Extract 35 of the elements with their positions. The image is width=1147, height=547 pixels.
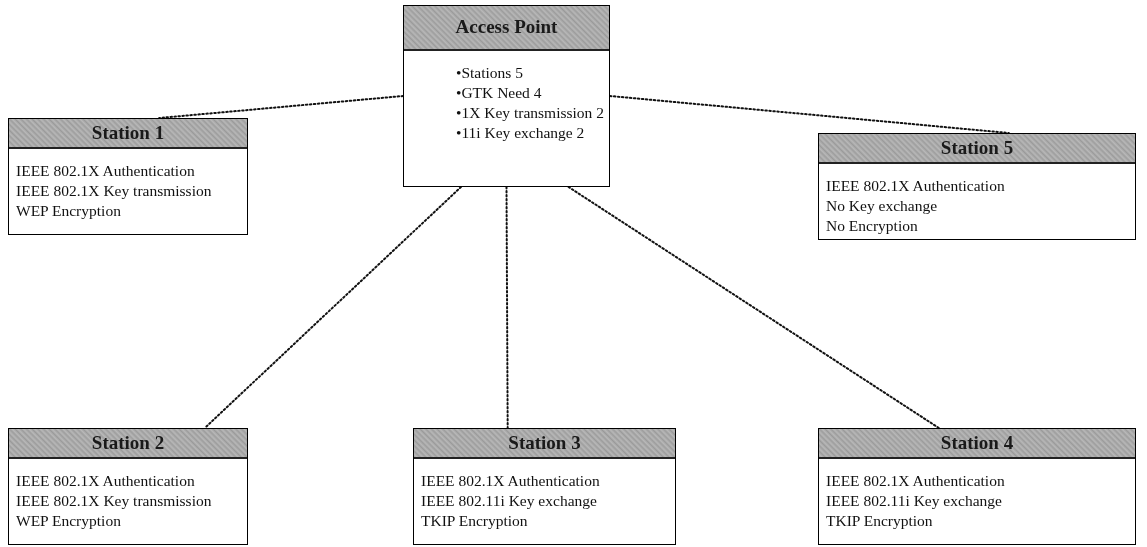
station-card — [8, 118, 248, 235]
feature-text: IEEE 802.11i Key exchange — [421, 491, 598, 511]
dotted-connector — [203, 186, 462, 429]
feature-text: TKIP Encryption — [826, 511, 934, 531]
dotted-connector — [567, 186, 940, 429]
card-header: Station 4 — [819, 429, 1135, 459]
feature-text: IEEE 802.1X Key transmission — [16, 491, 213, 511]
card-header: Station 2 — [9, 429, 247, 459]
station-card — [413, 428, 676, 545]
feature-text: IEEE 802.1X Key transmission — [16, 181, 213, 201]
station-card — [818, 428, 1136, 545]
dotted-connector — [609, 95, 1010, 134]
feature-text: WEP Encryption — [16, 201, 122, 221]
feature-text: •GTK Need 4 — [456, 83, 543, 103]
card-header: Access Point — [404, 6, 609, 51]
card-header: Station 5 — [819, 134, 1135, 164]
station-card — [403, 5, 610, 187]
feature-text: IEEE 802.1X Authentication — [826, 471, 1006, 491]
feature-text: WEP Encryption — [16, 511, 122, 531]
card-header: Station 3 — [414, 429, 675, 459]
feature-text: •11i Key exchange 2 — [456, 123, 586, 143]
card-header: Station 1 — [9, 119, 247, 149]
station-card — [8, 428, 248, 545]
feature-text: No Key exchange — [826, 196, 939, 216]
feature-text: IEEE 802.1X Authentication — [16, 471, 196, 491]
feature-text: TKIP Encryption — [421, 511, 529, 531]
dotted-connector — [505, 186, 509, 429]
station-card — [818, 133, 1136, 240]
feature-text: •1X Key transmission 2 — [456, 103, 605, 123]
feature-text: IEEE 802.11i Key exchange — [826, 491, 1003, 511]
feature-text: •Stations 5 — [456, 63, 524, 83]
feature-text: IEEE 802.1X Authentication — [421, 471, 601, 491]
feature-text: No Encryption — [826, 216, 919, 236]
feature-text: IEEE 802.1X Authentication — [826, 176, 1006, 196]
feature-text: IEEE 802.1X Authentication — [16, 161, 196, 181]
